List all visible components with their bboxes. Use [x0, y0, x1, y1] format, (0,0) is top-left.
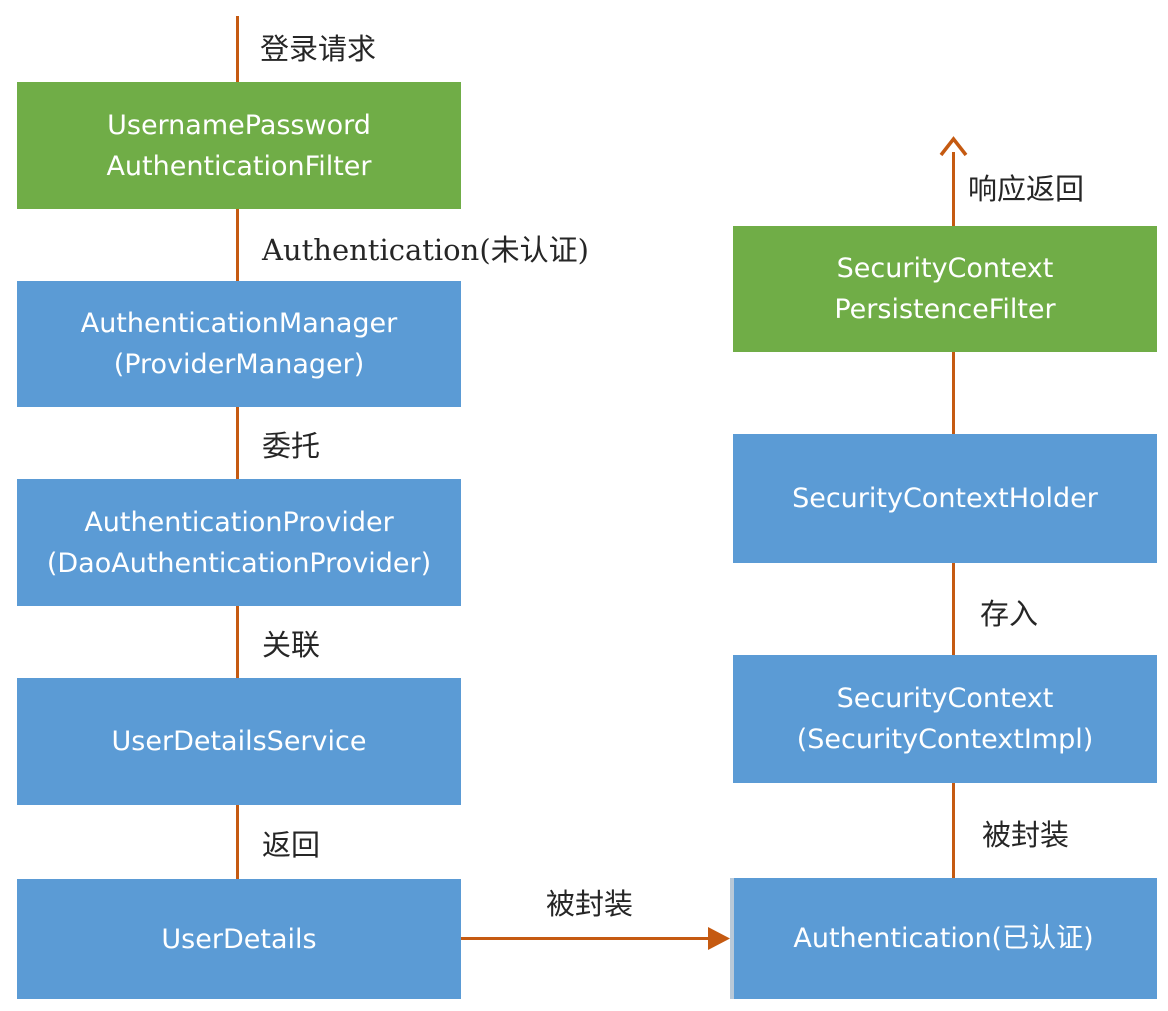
connector-filter-to-manager	[236, 209, 239, 281]
label-delegate: 委托	[262, 429, 321, 463]
label-login-request: 登录请求	[260, 32, 377, 66]
manager-line1: AuthenticationManager	[80, 308, 398, 339]
authentication-manager-box: AuthenticationManager (ProviderManager)	[17, 281, 461, 407]
username-password-authentication-filter-box: UsernamePassword AuthenticationFilter	[17, 82, 461, 209]
connector-userdetails-to-authentication	[461, 937, 709, 940]
label-wrapped-horizontal: 被封装	[546, 887, 634, 921]
connector-login-request	[236, 16, 239, 82]
persistence-line1: SecurityContext	[836, 253, 1054, 284]
connector-uds-to-userdetails	[236, 805, 239, 879]
label-wrapped-vertical: 被封装	[982, 818, 1070, 852]
user-details-service-box: UserDetailsService	[17, 678, 461, 805]
label-associate: 关联	[262, 628, 321, 662]
manager-line2: (ProviderManager)	[113, 349, 365, 380]
connector-manager-to-provider	[236, 407, 239, 479]
authentication-provider-box: AuthenticationProvider (DaoAuthenticatio…	[17, 479, 461, 606]
connector-response-return	[952, 152, 955, 226]
label-return: 返回	[262, 828, 321, 862]
holder-line1: SecurityContextHolder	[792, 483, 1098, 514]
user-details-box: UserDetails	[17, 879, 461, 999]
security-context-persistence-filter-box: SecurityContext PersistenceFilter	[733, 226, 1157, 352]
uds-line1: UserDetailsService	[111, 726, 367, 757]
persistence-line2: PersistenceFilter	[834, 294, 1056, 325]
connector-context-to-holder	[952, 563, 955, 655]
connector-authentication-to-context	[952, 783, 955, 878]
connector-holder-to-persistence	[952, 352, 955, 434]
label-response-return: 响应返回	[968, 172, 1085, 206]
security-context-holder-box: SecurityContextHolder	[733, 434, 1157, 563]
label-store-into: 存入	[980, 597, 1039, 631]
arrowhead-right	[708, 927, 730, 950]
provider-line1: AuthenticationProvider	[84, 506, 394, 538]
context-line2: (SecurityContextImpl)	[796, 724, 1094, 755]
userdetails-line1: UserDetails	[161, 923, 317, 955]
upaf-line1: UsernamePassword	[107, 109, 371, 141]
connector-provider-to-uds	[236, 606, 239, 678]
security-context-box: SecurityContext (SecurityContextImpl)	[733, 655, 1157, 783]
label-authentication-unauthenticated: Authentication(未认证)	[262, 233, 589, 267]
upaf-line2: AuthenticationFilter	[106, 150, 372, 182]
provider-line2: (DaoAuthenticationProvider)	[46, 547, 432, 579]
arrowhead-up	[939, 136, 968, 157]
context-line1: SecurityContext	[836, 683, 1054, 714]
authenticated-line1: Authentication(已认证)	[793, 923, 1094, 954]
authentication-authenticated-box: Authentication(已认证)	[730, 878, 1157, 999]
